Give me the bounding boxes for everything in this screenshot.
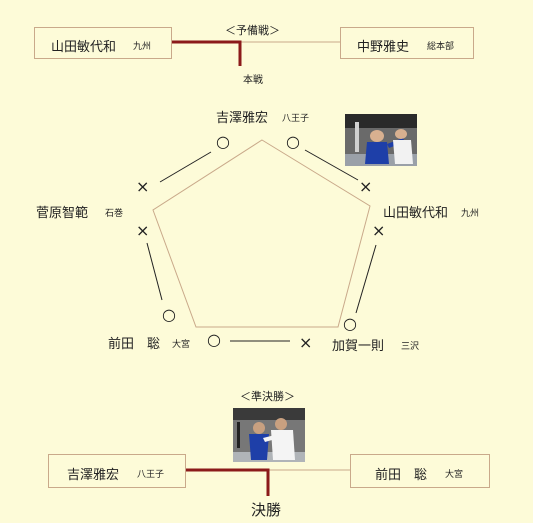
league-pentagon xyxy=(152,139,371,328)
player-region: 総本部 xyxy=(427,42,455,52)
prelim-left-box[interactable]: 山田敏代和 九州 xyxy=(34,27,172,59)
player-region: 九州 xyxy=(133,42,152,52)
mark-win-yoshizawa-vs-sugawara: ○ xyxy=(216,132,230,151)
edge-yamada-kaga xyxy=(355,244,377,314)
league-player-maeda-region: 大宮 xyxy=(172,340,191,350)
league-player-sugawara-name: 菅原智範 xyxy=(36,206,89,221)
semifinal-right-box[interactable]: 前田 聡 大宮 xyxy=(350,454,490,488)
league-player-yamada-region: 九州 xyxy=(461,209,480,219)
league-player-yamada-name: 山田敏代和 xyxy=(383,206,449,221)
player-name: 山田敏代和 xyxy=(51,40,117,55)
mark-loss-sugawara-vs-maeda: × xyxy=(136,221,150,240)
league-player-kaga-region: 三沢 xyxy=(401,342,420,352)
mark-win-kaga-vs-yamada: ○ xyxy=(343,314,357,333)
mark-win-yoshizawa-vs-yamada: ○ xyxy=(286,132,300,151)
mark-win-maeda-vs-kaga: ○ xyxy=(207,330,221,349)
player-name: 前田 聡 xyxy=(375,468,428,483)
prelim-winner-line xyxy=(172,40,242,66)
league-player-maeda-name: 前田 聡 xyxy=(108,337,161,352)
prelim-result-label: 本戦 xyxy=(243,75,263,86)
semifinal-left-box[interactable]: 吉澤雅宏 八王子 xyxy=(48,454,186,488)
league-player-sugawara-region: 石巻 xyxy=(105,209,124,219)
mark-loss-yamada-vs-yoshizawa: × xyxy=(359,177,373,196)
player-name: 吉澤雅宏 xyxy=(67,468,120,483)
karate-fight-photo-icon xyxy=(345,114,417,166)
mark-loss-sugawara-vs-yoshizawa: × xyxy=(136,177,150,196)
mark-loss-kaga-vs-maeda: × xyxy=(299,333,313,352)
semi-winner-line xyxy=(186,468,270,496)
edge-yoshizawa-yamada xyxy=(304,149,359,181)
prelim-title: ＜予備戦＞ xyxy=(225,24,280,37)
player-region: 八王子 xyxy=(137,470,165,480)
semifinal-title: ＜準決勝＞ xyxy=(240,390,295,403)
edge-sugawara-maeda xyxy=(146,242,163,301)
final-result-label: 決勝 xyxy=(251,501,282,519)
player-name: 中野雅史 xyxy=(357,40,410,55)
karate-fight-photo-icon xyxy=(233,408,305,462)
league-player-yoshizawa-region: 八王子 xyxy=(282,114,310,124)
player-region: 大宮 xyxy=(445,470,464,480)
league-player-kaga-name: 加賀一則 xyxy=(332,339,385,354)
league-player-yoshizawa-name: 吉澤雅宏 xyxy=(216,111,269,126)
mark-loss-yamada-vs-kaga: × xyxy=(372,221,386,240)
edge-yoshizawa-sugawara xyxy=(159,151,212,183)
prelim-right-box[interactable]: 中野雅史 総本部 xyxy=(340,27,474,59)
mark-win-maeda-vs-sugawara: ○ xyxy=(162,305,176,324)
